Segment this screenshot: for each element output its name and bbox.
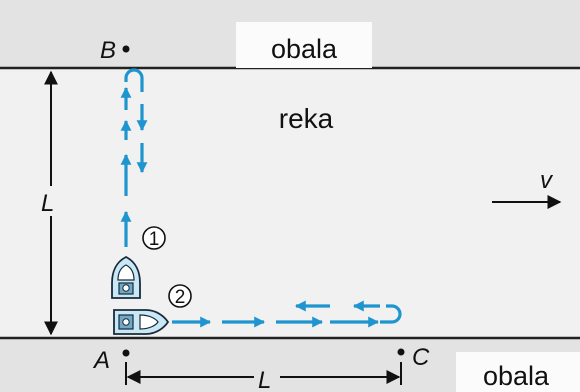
boat-1-badge (142, 226, 166, 250)
width-dimension-gap (38, 186, 64, 216)
point-c-dot (397, 348, 405, 356)
boat-2-icon (113, 309, 170, 335)
point-b-dot (122, 45, 130, 53)
river-label: reka (279, 103, 334, 134)
point-b-label: B (100, 37, 116, 64)
boat-2-badge (168, 284, 192, 308)
bank-top-label: obala (271, 34, 338, 64)
width-dimension-label: L (41, 190, 54, 217)
boat-1-icon (111, 255, 141, 299)
point-c-label: C (412, 344, 430, 371)
bank-bottom-label-box (456, 352, 580, 392)
boat-1-path (120, 68, 148, 247)
boat-1-turn (124, 68, 144, 92)
boat-2-number: 2 (175, 287, 186, 308)
boat-2-path (172, 300, 402, 328)
boat-1-number: 1 (149, 229, 160, 250)
river-area (0, 68, 580, 338)
boat-2-turn (380, 304, 402, 324)
distance-dimension-label: L (258, 367, 271, 392)
distance-dimension-gap (254, 364, 280, 390)
point-a-dot (122, 349, 130, 357)
bank-top-label-box (236, 22, 372, 68)
bank-bottom-label: obala (483, 361, 550, 391)
point-a-label: A (92, 347, 110, 374)
velocity-label: v (540, 167, 554, 194)
